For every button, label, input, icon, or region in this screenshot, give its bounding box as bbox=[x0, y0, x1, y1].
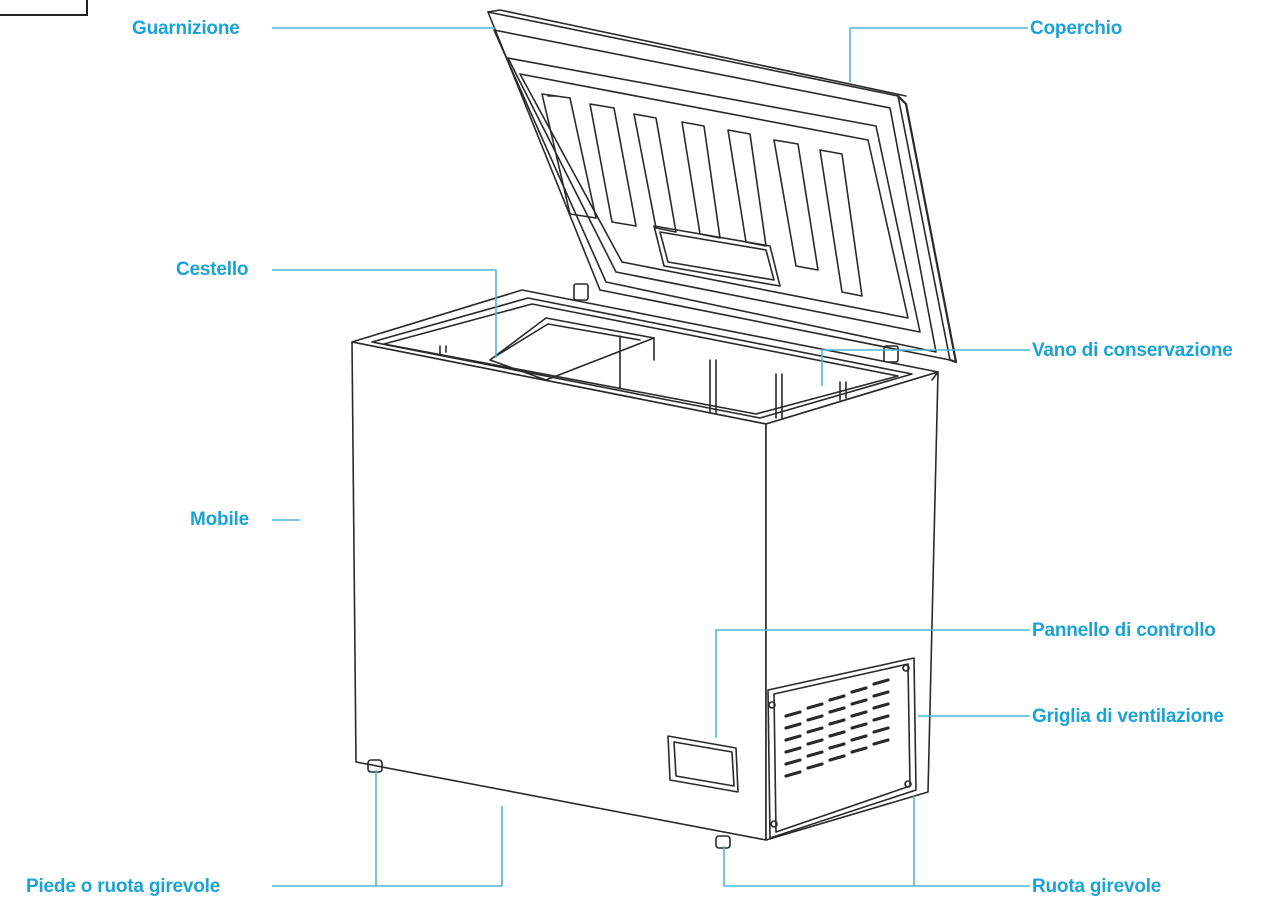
leader-lines bbox=[272, 27, 1030, 887]
label-piede: Piede o ruota girevole bbox=[26, 876, 221, 897]
leader-coperchio bbox=[849, 27, 1028, 82]
lid bbox=[487, 9, 958, 364]
vent-grille bbox=[767, 657, 917, 839]
label-guarnizione: Guarnizione bbox=[132, 18, 240, 39]
leader-pannello bbox=[715, 629, 1030, 738]
label-cestello: Cestello bbox=[176, 259, 249, 280]
cabinet-body bbox=[351, 341, 939, 849]
label-ruota: Ruota girevole bbox=[1032, 876, 1162, 897]
leader-cestello bbox=[272, 269, 497, 358]
label-coperchio: Coperchio bbox=[1030, 18, 1123, 39]
label-griglia: Griglia di ventilazione bbox=[1032, 706, 1224, 727]
leader-piede bbox=[272, 770, 503, 887]
leader-ruota bbox=[723, 796, 1030, 887]
corner-frame bbox=[0, 0, 88, 16]
label-mobile: Mobile bbox=[190, 509, 249, 530]
label-vano: Vano di conservazione bbox=[1032, 340, 1233, 361]
label-pannello: Pannello di controllo bbox=[1032, 620, 1216, 641]
leader-vano bbox=[821, 349, 1030, 386]
